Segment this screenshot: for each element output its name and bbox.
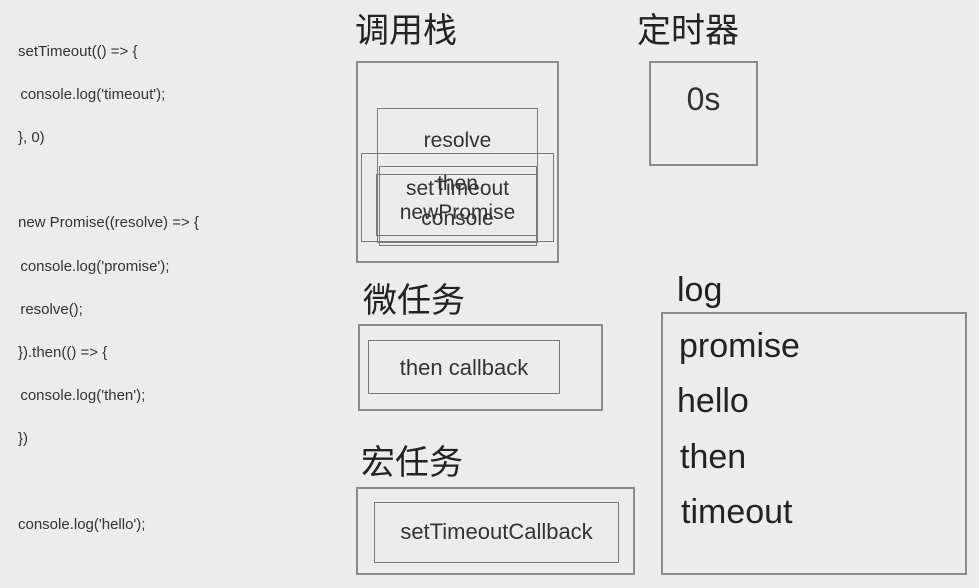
timer-box: 0s bbox=[649, 61, 758, 166]
microtask-item: then callback bbox=[368, 340, 560, 394]
call-stack-title: 调用栈 bbox=[355, 11, 457, 51]
log-entry: promise bbox=[679, 327, 800, 365]
microtask-title: 微任务 bbox=[363, 281, 465, 321]
microtask-item-label: then callback bbox=[399, 355, 529, 380]
code-line: resolve(); bbox=[12, 301, 83, 318]
code-line: }) bbox=[18, 430, 29, 447]
stack-frame-console bbox=[376, 174, 538, 236]
code-line: console.log('hello'); bbox=[18, 516, 146, 533]
code-line: }, 0) bbox=[18, 129, 45, 146]
macrotask-item-label: setTimeoutCallback bbox=[400, 519, 593, 544]
macrotask-queue-box: setTimeoutCallback bbox=[356, 487, 635, 575]
log-title: log bbox=[677, 271, 723, 309]
stack-frame-label: console bbox=[421, 207, 494, 230]
code-line: console.log('promise'); bbox=[12, 258, 170, 275]
code-line: console.log('timeout'); bbox=[12, 86, 166, 103]
code-line: console.log('then'); bbox=[12, 387, 146, 404]
stack-frame-setTimeout bbox=[361, 153, 554, 242]
log-entry: hello bbox=[677, 382, 749, 420]
stack-frame-label: resolve bbox=[423, 129, 492, 152]
code-line: }).then(() => { bbox=[18, 344, 108, 361]
macrotask-item: setTimeoutCallback bbox=[374, 502, 619, 563]
log-box bbox=[661, 312, 967, 575]
stack-frame-then bbox=[379, 166, 537, 246]
call-stack-box bbox=[356, 61, 559, 263]
code-line: new Promise((resolve) => { bbox=[18, 214, 199, 231]
macrotask-title: 宏任务 bbox=[361, 443, 463, 483]
stack-frame-label: setTimeout bbox=[405, 177, 510, 200]
microtask-queue-box: then callback bbox=[358, 324, 603, 411]
log-entry: then bbox=[680, 438, 747, 476]
code-line: setTimeout(() => { bbox=[18, 43, 138, 60]
stack-frame-label: then bbox=[437, 172, 478, 195]
stack-frame-label: newPromise bbox=[399, 201, 516, 224]
log-entry: timeout bbox=[681, 493, 793, 531]
timer-title: 定时器 bbox=[637, 11, 739, 51]
timer-value: 0s bbox=[686, 81, 721, 117]
